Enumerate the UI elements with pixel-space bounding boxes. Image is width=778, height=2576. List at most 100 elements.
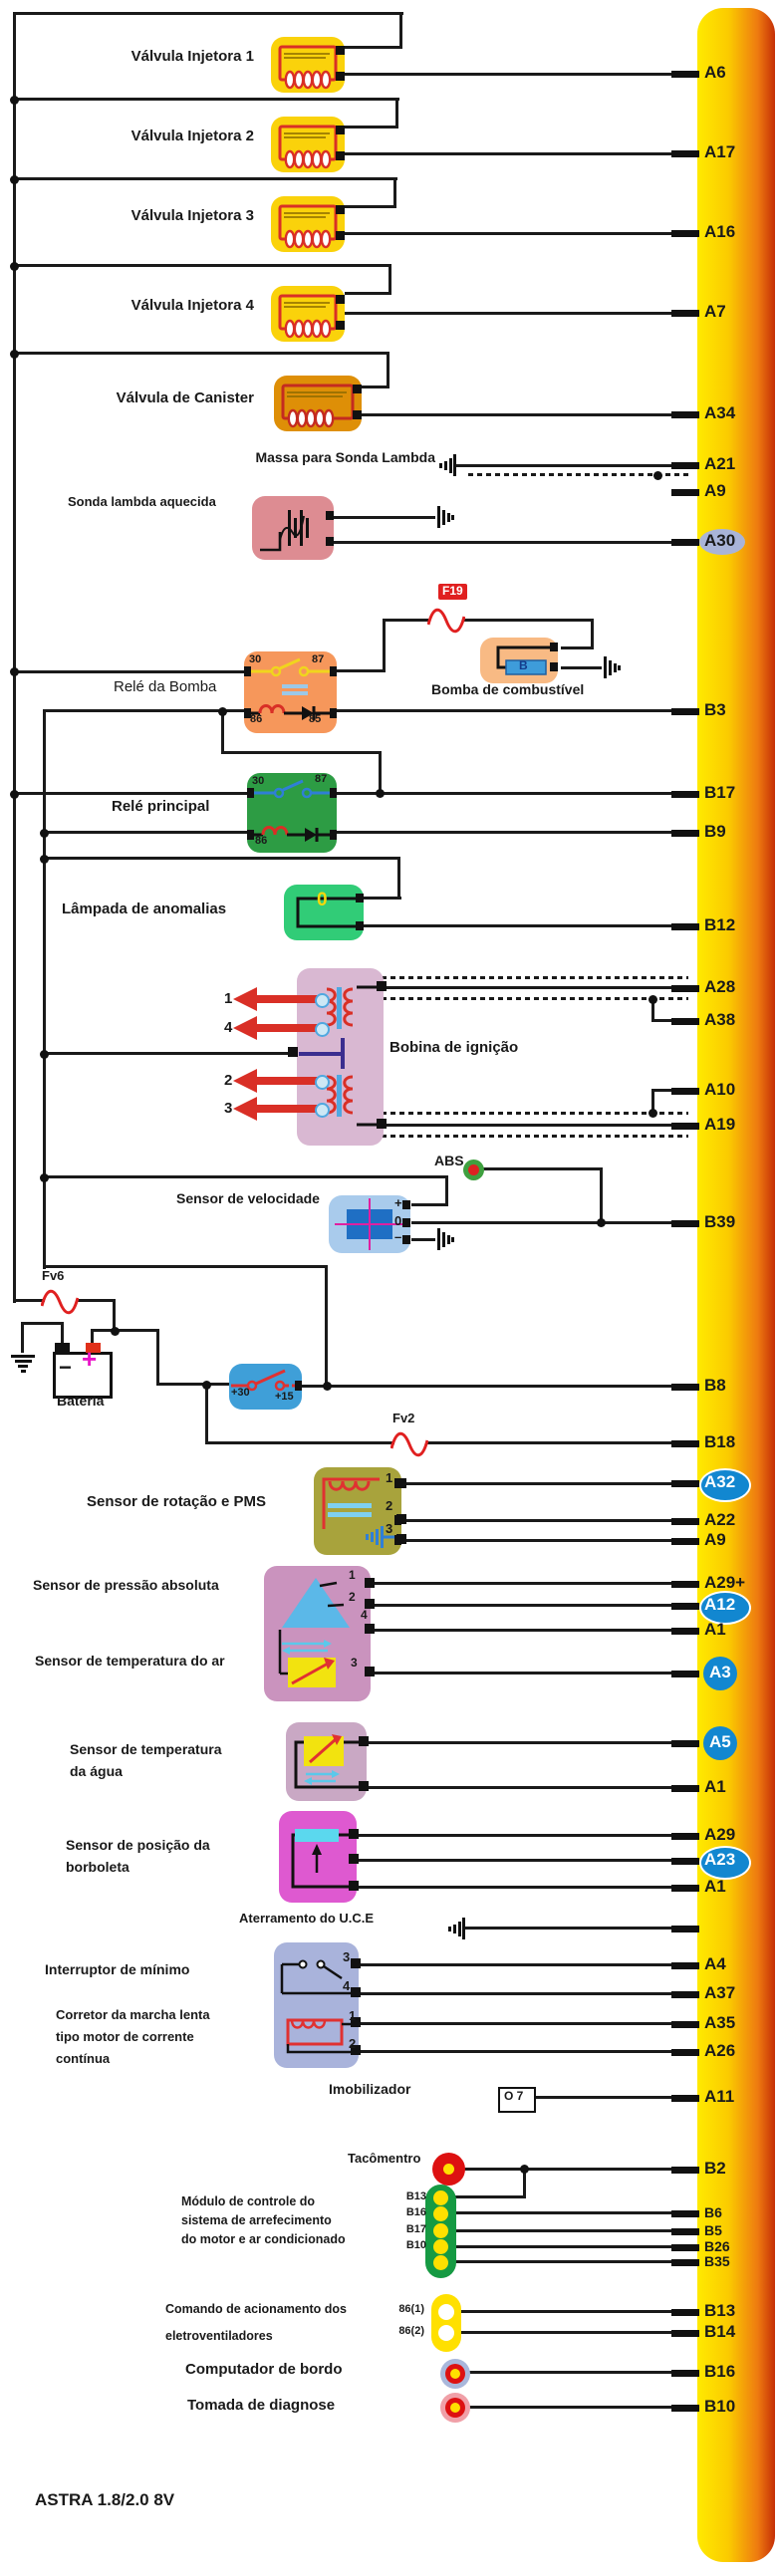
shielded-wire: [468, 473, 689, 476]
wire: [354, 2050, 673, 2053]
junction-dot: [9, 789, 19, 799]
pin-label: B9: [704, 822, 726, 842]
wire: [353, 1859, 673, 1862]
canister-valve: [274, 376, 362, 431]
junction-dot: [39, 828, 49, 838]
junction-dot: [322, 1381, 332, 1391]
pin-stub: [671, 2258, 699, 2266]
text-label: Válvula Injetora 1: [130, 48, 254, 65]
text-label: Computador de bordo: [185, 2361, 343, 2378]
wire: [354, 1992, 673, 1995]
pin-stub: [671, 790, 699, 798]
text-label: −: [59, 1355, 72, 1380]
wire: [113, 1299, 116, 1333]
wire: [362, 897, 401, 900]
wire: [393, 177, 396, 208]
junction-dot: [648, 994, 657, 1004]
pin-highlight: [699, 529, 745, 555]
text-label: Comando de acionamento dos: [165, 2302, 347, 2316]
wire: [452, 2331, 685, 2334]
wire: [13, 264, 391, 267]
pin-stub: [671, 1122, 699, 1130]
pin-stub: [671, 1884, 699, 1892]
pin-stub: [671, 2369, 699, 2377]
text-label: 1: [349, 2008, 357, 2023]
wire: [343, 1604, 673, 1607]
junction-dot: [217, 706, 227, 716]
wire: [43, 1052, 296, 1055]
wire: [363, 1786, 673, 1789]
text-label: 3: [386, 1521, 393, 1536]
spark-output-arrow: [233, 1016, 319, 1040]
pin-stub: [671, 2404, 699, 2412]
connector-pin: [433, 2223, 448, 2238]
wire: [221, 751, 382, 754]
pin-stub: [671, 461, 699, 469]
wire: [411, 1221, 673, 1224]
map-air-temp-sensor: [264, 1566, 371, 1701]
wire: [561, 666, 602, 669]
wire: [466, 2406, 685, 2409]
wire: [13, 177, 397, 180]
ecu-connector-bus: [697, 8, 775, 2562]
pin-label: A37: [704, 1983, 736, 2003]
water-temp-sensor: [286, 1722, 367, 1801]
fuse-icon: [41, 1289, 79, 1315]
pin-label: A34: [704, 403, 736, 423]
component-pin: [359, 1736, 369, 1746]
text-label: Bateria: [57, 1393, 105, 1409]
wire: [354, 1963, 673, 1966]
wire: [362, 924, 673, 927]
pin-stub: [671, 2020, 699, 2028]
wire: [411, 1203, 448, 1206]
text-label: +30: [231, 1387, 250, 1399]
wire: [399, 12, 402, 49]
text-label: F19: [438, 584, 467, 600]
text-label: 2: [224, 1072, 233, 1089]
wire: [345, 152, 673, 155]
text-label: 85: [309, 713, 322, 725]
wire: [13, 792, 249, 795]
component-pin: [288, 1047, 298, 1057]
wire: [43, 1265, 328, 1268]
wire: [452, 2310, 685, 2313]
text-label: Fv2: [392, 1411, 415, 1425]
component-pin: [377, 981, 387, 991]
wire: [651, 1089, 673, 1092]
text-label: Relé da Bomba: [114, 678, 217, 695]
component-pin: [365, 1599, 375, 1609]
text-label: tipo motor de corrente: [56, 2029, 194, 2044]
wire: [354, 2022, 673, 2025]
battery-body: [53, 1352, 113, 1399]
wire: [61, 1322, 64, 1346]
wire: [448, 2245, 685, 2248]
text-label: 87: [315, 773, 328, 785]
pin-stub: [671, 149, 699, 157]
junction-dot: [9, 261, 19, 271]
coil-terminal: [315, 1103, 330, 1118]
wire: [205, 1385, 208, 1444]
pin-label: A1: [704, 1777, 726, 1797]
component-pin: [351, 2045, 361, 2055]
component-pin: [365, 1667, 375, 1676]
pin-stub: [671, 1627, 699, 1635]
pin-stub: [671, 1439, 699, 1447]
pin-label: A26: [704, 2041, 736, 2061]
wire: [561, 646, 594, 649]
pin-label: B10: [704, 2397, 736, 2417]
text-label: 0: [394, 1213, 402, 1228]
wire: [325, 1265, 328, 1387]
pin-label: A6: [704, 63, 726, 83]
pin-stub: [671, 2094, 699, 2102]
text-label: 1: [349, 1568, 356, 1582]
pin-label: A32: [704, 1472, 736, 1492]
text-label: 3: [343, 1949, 351, 1964]
text-label: Lâmpada de anomalias: [62, 901, 227, 917]
junction-dot: [110, 1326, 120, 1336]
wire: [91, 1329, 94, 1347]
lambda-sensor: [252, 496, 334, 560]
coil-terminal: [315, 1022, 330, 1037]
wire: [345, 312, 673, 315]
text-label: Tacômentro: [348, 2151, 421, 2166]
main-relay: [247, 773, 337, 853]
